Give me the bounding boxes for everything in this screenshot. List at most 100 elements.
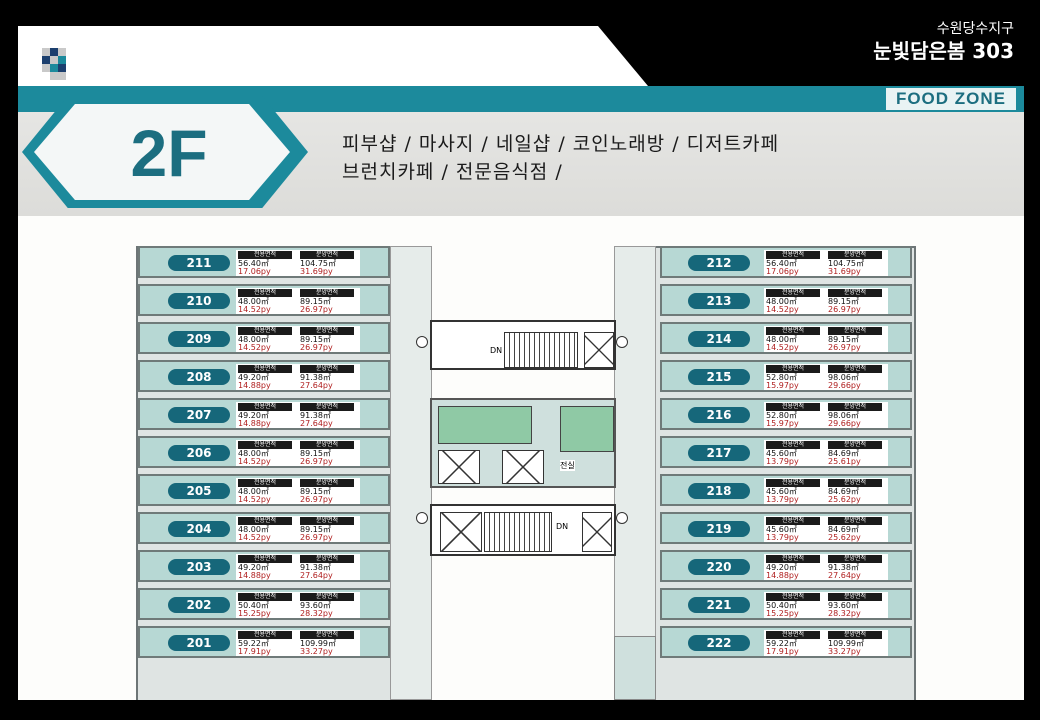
right-corridor [614,246,656,700]
unit-number: 207 [168,407,230,423]
dn-label-upper: DN [490,346,503,355]
exclusive-area-py: 14.88py [766,571,799,580]
door-icon [616,512,628,524]
exclusive-area-py: 15.25py [238,609,271,618]
sale-area-m2: 89.15㎡ [300,297,331,306]
unit-number: 203 [168,559,230,575]
sale-area-header: 분양면적 [300,479,354,487]
exclusive-area-py: 15.25py [766,609,799,618]
sale-area-m2: 84.69㎡ [828,487,859,496]
sale-area-header: 분양면적 [300,365,354,373]
sale-area-py: 25.62py [828,495,861,504]
floor-banner: FOOD ZONE 2F 피부샵 / 마사지 / 네일샵 / 코인노래방 / 디… [18,86,1024,216]
exclusive-area-py: 17.06py [238,267,271,276]
exclusive-area-py: 14.52py [766,343,799,352]
sale-area-m2: 91.38㎡ [300,373,331,382]
sale-area-py: 27.64py [300,419,333,428]
sale-area-header: 분양면적 [300,327,354,335]
sale-area-m2: 89.15㎡ [300,335,331,344]
sale-area-header: 분양면적 [300,631,354,639]
door-icon [416,336,428,348]
floor-hexagon-inner [34,104,290,200]
sale-area-header: 분양면적 [828,441,882,449]
sale-area-header: 분양면적 [300,517,354,525]
exclusive-area-m2: 50.40㎡ [238,601,269,610]
exclusive-area-m2: 48.00㎡ [238,525,269,534]
exclusive-area-header: 전용면적 [766,555,820,563]
sale-area-py: 29.66py [828,381,861,390]
exclusive-area-header: 전용면적 [766,251,820,259]
unit-number: 206 [168,445,230,461]
exclusive-area-py: 14.52py [238,495,271,504]
exclusive-area-header: 전용면적 [766,403,820,411]
exclusive-area-m2: 49.20㎡ [766,563,797,572]
lower-elevator-right-icon [582,512,612,552]
exclusive-area-py: 14.88py [238,571,271,580]
exclusive-area-py: 13.79py [766,533,799,542]
unit-number: 219 [688,521,750,537]
sale-area-header: 분양면적 [828,251,882,259]
shaft-left-icon [438,450,480,484]
unit-number: 208 [168,369,230,385]
unit-number: 212 [688,255,750,271]
unit-number: 222 [688,635,750,651]
exclusive-area-header: 전용면적 [766,517,820,525]
unit-number: 205 [168,483,230,499]
dn-label-lower: DN [556,522,569,531]
sale-area-py: 27.64py [300,381,333,390]
allowed-uses: 피부샵 / 마사지 / 네일샵 / 코인노래방 / 디저트카페 브런치카페 / … [342,130,779,186]
exclusive-area-header: 전용면적 [238,631,292,639]
exclusive-area-header: 전용면적 [238,289,292,297]
sale-area-py: 25.61py [828,457,861,466]
sale-area-py: 25.62py [828,533,861,542]
exclusive-area-header: 전용면적 [238,327,292,335]
unit-number: 204 [168,521,230,537]
lower-right-passage [614,636,656,700]
sale-area-header: 분양면적 [828,327,882,335]
unit-number: 216 [688,407,750,423]
sale-area-py: 33.27py [300,647,333,656]
header-subtitle: 수원당수지구 [936,21,1014,37]
sale-area-header: 분양면적 [828,479,882,487]
exclusive-area-header: 전용면적 [238,403,292,411]
sale-area-py: 26.97py [300,305,333,314]
unit-number: 210 [168,293,230,309]
header-title-block: 수원당수지구 눈빛담은봄 303 [873,20,1014,64]
sale-area-py: 26.97py [828,305,861,314]
sale-area-m2: 98.06㎡ [828,411,859,420]
sale-area-py: 28.32py [828,609,861,618]
exclusive-area-py: 13.79py [766,495,799,504]
exclusive-area-py: 14.88py [238,419,271,428]
right-wing [614,246,916,700]
sale-area-header: 분양면적 [300,441,354,449]
unit-number: 209 [168,331,230,347]
sale-area-m2: 89.15㎡ [300,449,331,458]
sale-area-m2: 109.99㎡ [300,639,336,648]
upper-stairs [504,332,578,368]
sale-area-py: 26.97py [300,457,333,466]
sale-area-header: 분양면적 [300,593,354,601]
sale-area-m2: 93.60㎡ [300,601,331,610]
restroom-block: 전실 [430,398,616,488]
unit-number: 214 [688,331,750,347]
zone-label: FOOD ZONE [885,88,1016,110]
